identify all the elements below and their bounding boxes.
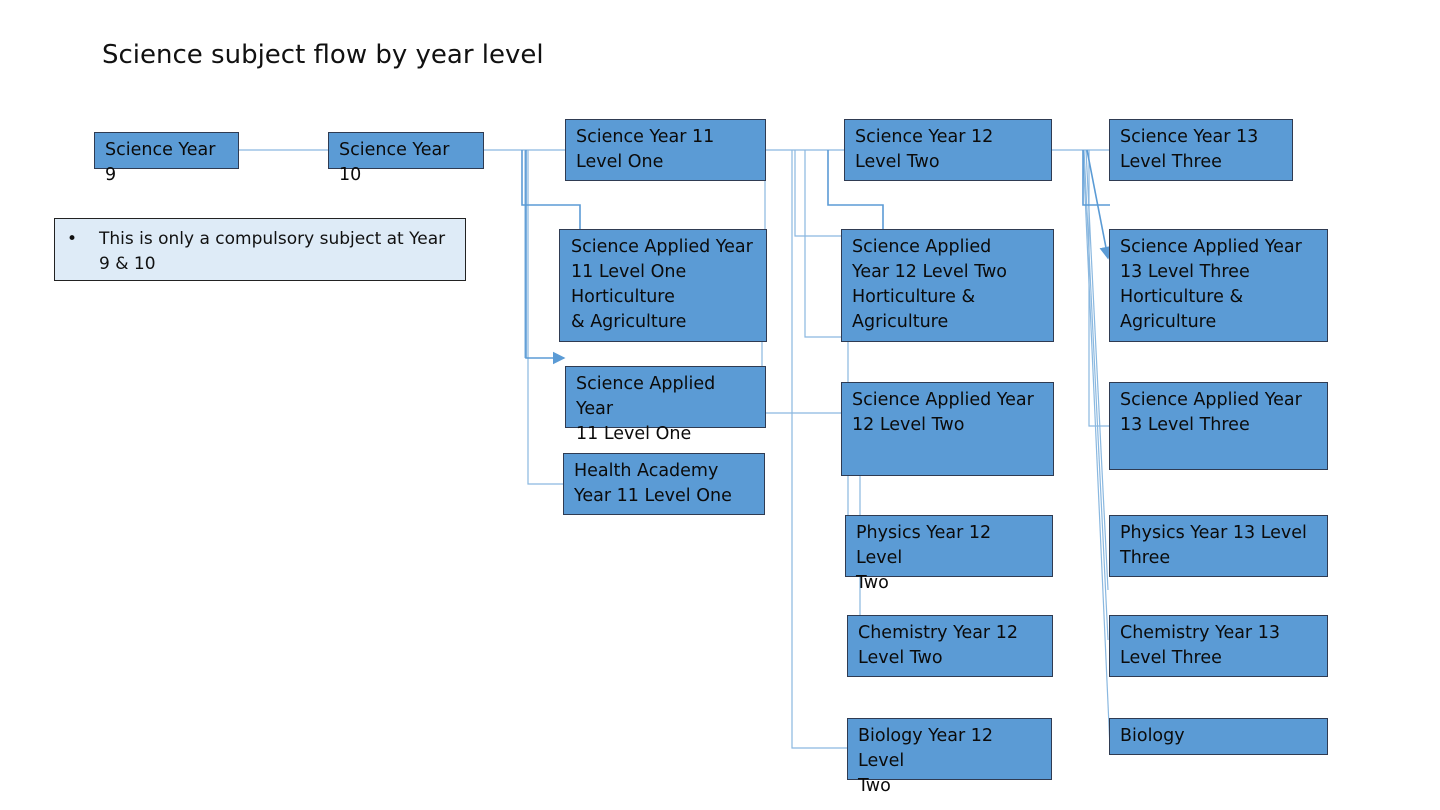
arrow-10-app11 [525,150,566,365]
node-physics-13: Physics Year 13 Level Three [1109,515,1328,577]
node-biology-13: Biology [1109,718,1328,755]
node-chemistry-13: Chemistry Year 13 Level Three [1109,615,1328,677]
arrow-12-app13hort-b [1086,149,1113,260]
compulsory-note: • This is only a compulsory subject at Y… [54,218,466,281]
node-science-applied-11: Science Applied Year 11 Level One [565,366,766,444]
node-biology-12: Biology Year 12 Level Two [847,718,1052,796]
node-science-applied-12: Science Applied Year 12 Level Two [841,382,1054,476]
node-science-year-11: Science Year 11 Level One [565,119,766,181]
arrow-11-app12hort [827,150,884,230]
node-science-year-12: Science Year 12 Level Two [844,119,1052,181]
connector-10-health [527,150,564,485]
node-chemistry-12: Chemistry Year 12 Level Two [847,615,1053,677]
page-title: Science subject flow by year level [102,40,544,70]
node-physics-12: Physics Year 12 Level Two [845,515,1053,593]
note-bullet: • [67,229,78,249]
connector-11-app12hort [794,150,842,237]
note-text: This is only a compulsory subject at Yea… [99,229,446,274]
arrow-12-app13hort [1082,150,1110,206]
node-science-year-13: Science Year 13 Level Three [1109,119,1293,181]
node-science-applied-12-horticulture: Science Applied Year 12 Level Two Hortic… [841,229,1054,342]
node-science-year-9: Science Year 9 [94,132,239,185]
node-health-academy-11: Health Academy Year 11 Level One [563,453,765,515]
connector-11-bio12 [791,150,847,749]
node-science-applied-11-horticulture: Science Applied Year 11 Level One Hortic… [559,229,767,342]
arrow-10-app11hort [521,150,581,230]
node-science-year-10: Science Year 10 [328,132,484,185]
node-science-applied-13-horticulture: Science Applied Year 13 Level Three Hort… [1109,229,1328,342]
node-science-applied-13: Science Applied Year 13 Level Three [1109,382,1328,470]
